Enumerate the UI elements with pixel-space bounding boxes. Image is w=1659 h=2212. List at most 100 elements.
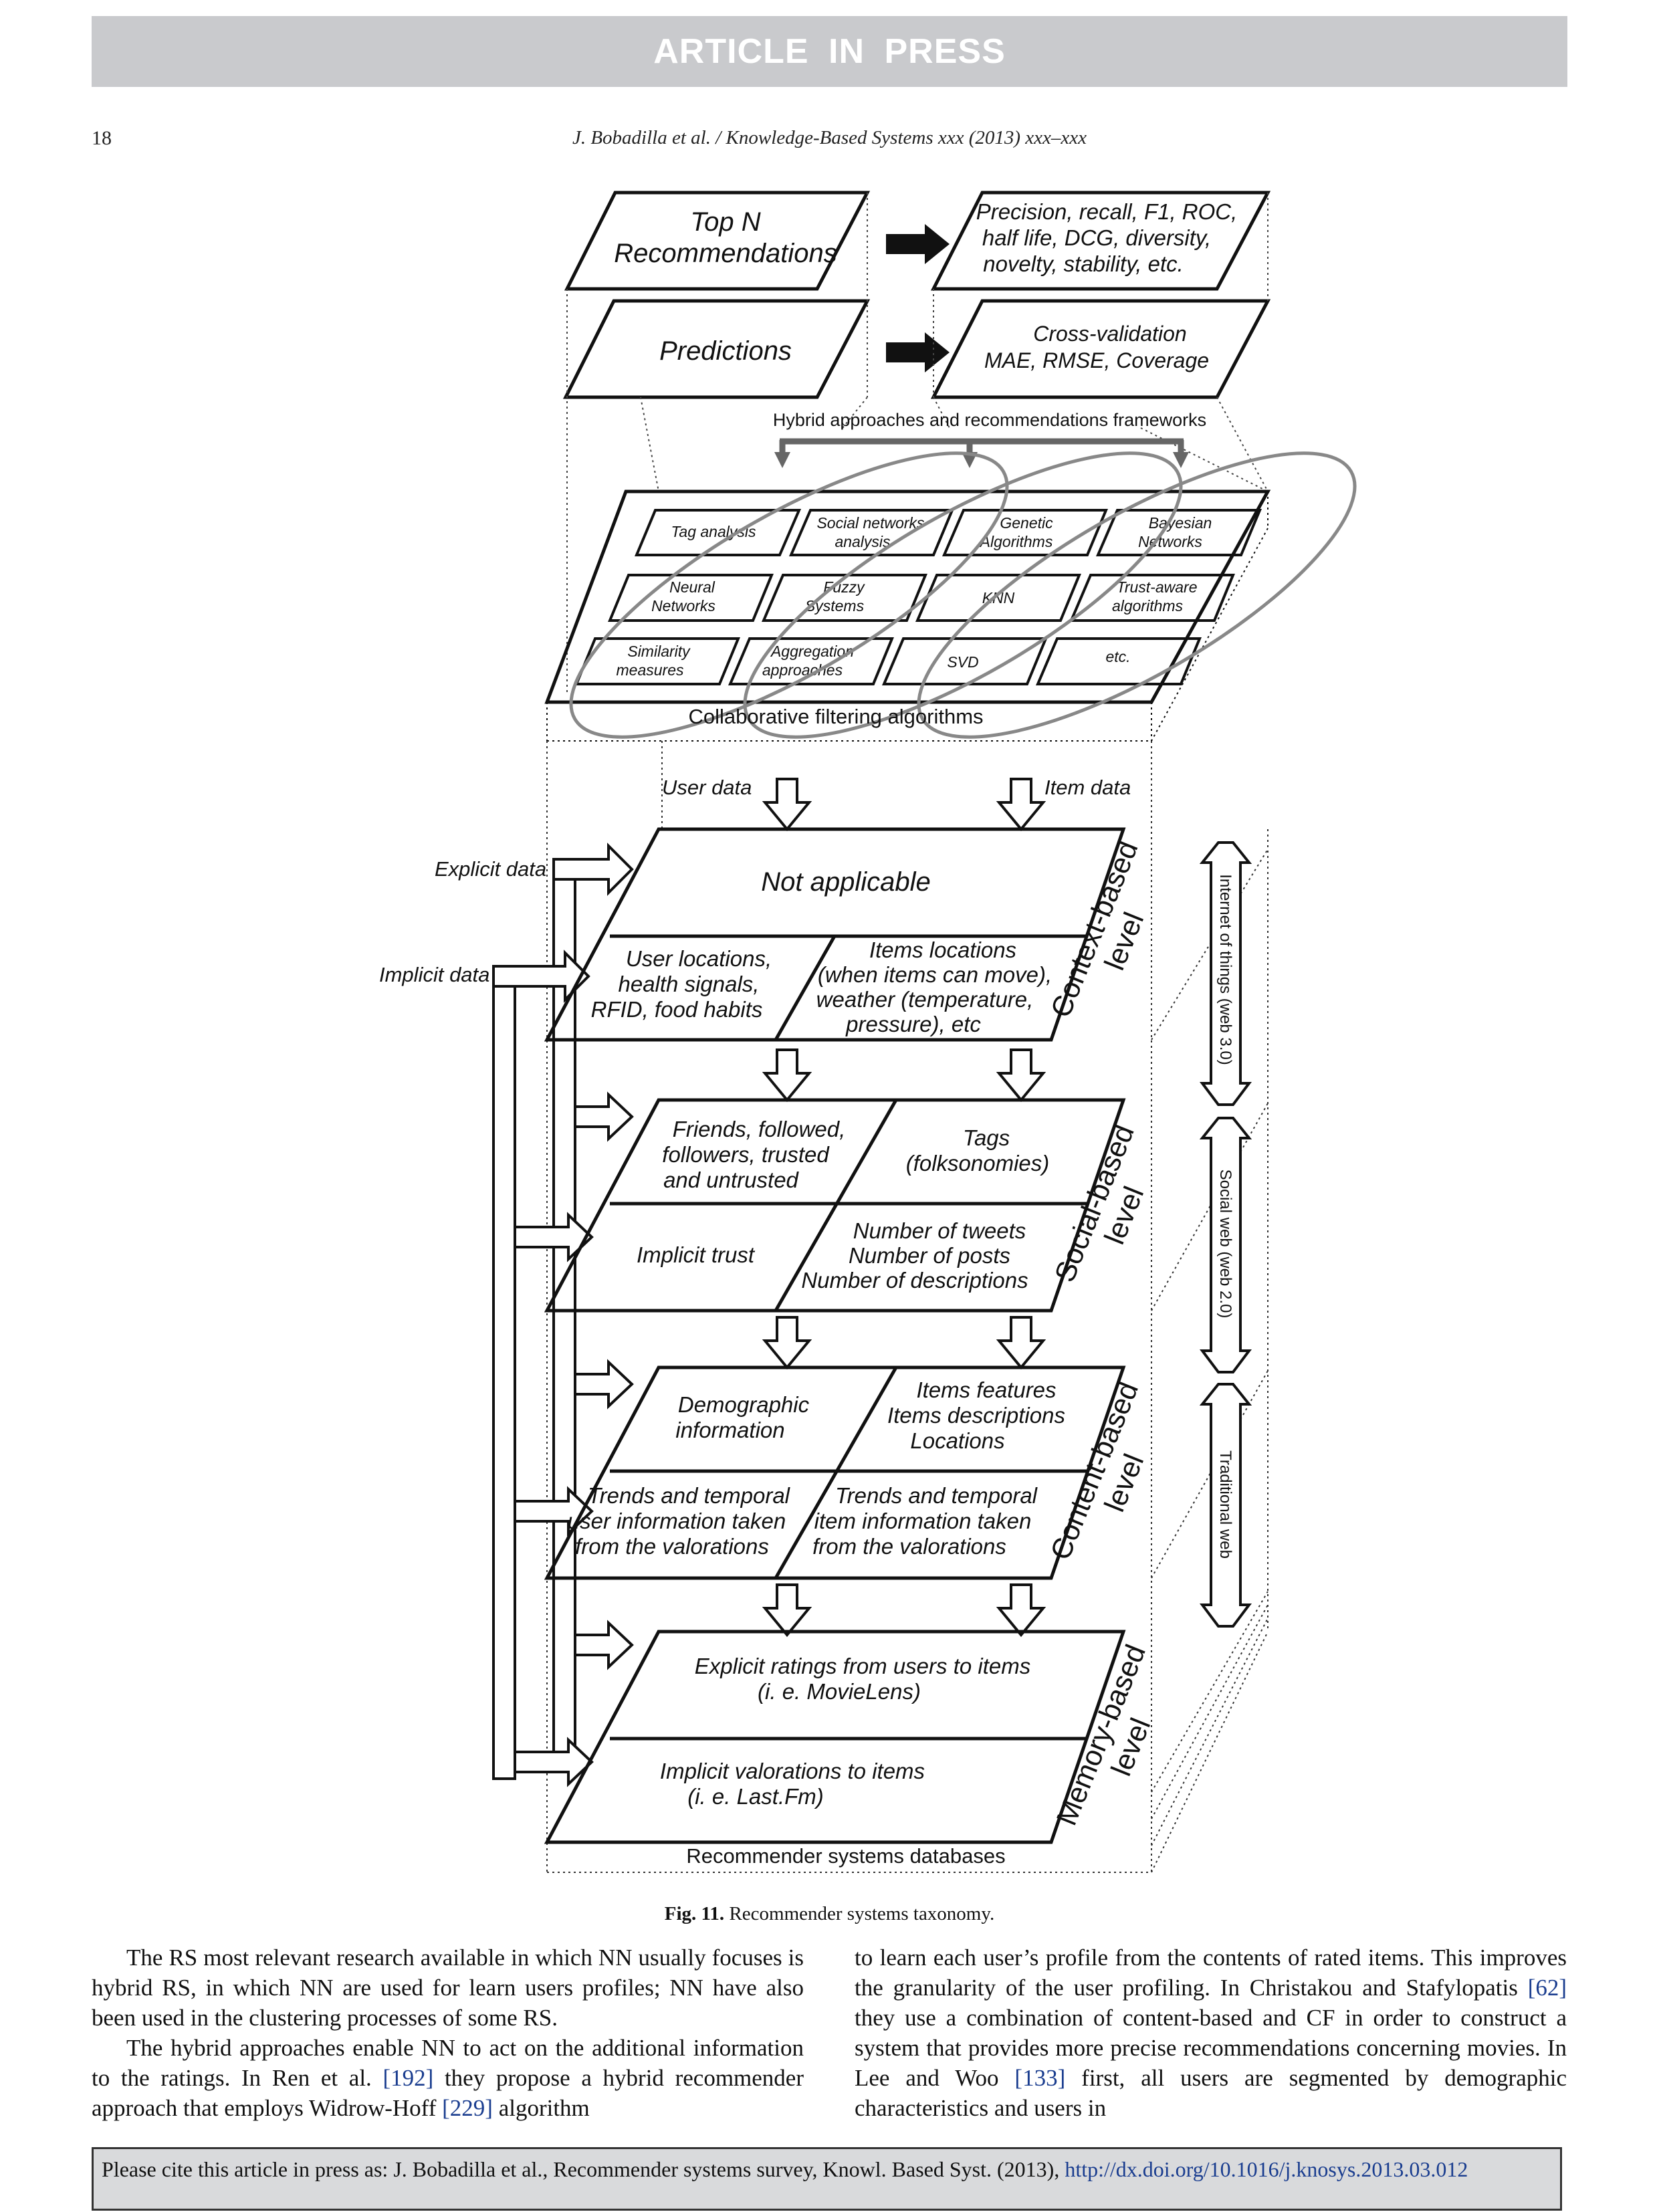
context-left-1: User locations, — [626, 946, 772, 971]
doi-link[interactable]: http://dx.doi.org/10.1016/j.knosys.2013.… — [1065, 2157, 1468, 2181]
memory-top-2: (i. e. MovieLens) — [758, 1679, 921, 1704]
context-level — [544, 827, 1126, 1042]
social-tl: Friends, followed, followers, trusted an… — [662, 1117, 845, 1192]
web-iot-label: Internet of things (web 3.0) — [1216, 874, 1234, 1065]
memory-bottom-1: Implicit valorations to items — [660, 1759, 925, 1783]
context-right-4: pressure), etc — [845, 1012, 981, 1036]
content-tl-1: Demographic — [678, 1392, 810, 1417]
social-tl-1: Friends, followed, — [673, 1117, 846, 1141]
cf-genetic-1: Genetic — [1000, 514, 1053, 532]
hybrid-arrow-3 — [1173, 452, 1189, 468]
caption-text: Recommender systems taxonomy. — [729, 1903, 995, 1924]
figure-caption: Fig. 11. Recommender systems taxonomy. — [0, 1903, 1659, 1925]
content-bl-2: user information taken — [568, 1509, 786, 1533]
pred-arrow — [886, 332, 950, 372]
ref-133-link[interactable]: [133] — [1014, 2065, 1066, 2091]
social-br-3: Number of descriptions — [801, 1268, 1028, 1293]
memory-level — [544, 1630, 1126, 1844]
cf-social-networks-1: Social networks — [816, 514, 925, 532]
page-number: 18 — [92, 127, 112, 149]
cf-tag-analysis: Tag analysis — [671, 523, 756, 540]
topn-metrics-box — [930, 191, 1271, 291]
caption-number: Fig. 11. — [664, 1903, 725, 1924]
left-column: The RS most relevant research available … — [92, 1943, 804, 2123]
right-a: to learn each user’s profile from the co… — [855, 1945, 1567, 2001]
cf-fuzzy-1: Fuzzy — [823, 578, 865, 596]
memory-platform-label: Recommender systems databases — [686, 1844, 1005, 1868]
context-left-2: health signals, — [619, 972, 760, 996]
left-p2-a: The hybrid approaches enable NN to act o… — [92, 2035, 804, 2091]
left-paragraph-2: The hybrid approaches enable NN to act o… — [92, 2033, 804, 2123]
content-level — [544, 1365, 1126, 1580]
topn-title-2: Recommendations — [614, 239, 837, 268]
topn-metrics-1: Precision, recall, F1, ROC, — [976, 199, 1238, 224]
topn-metrics-3: novelty, stability, etc. — [983, 251, 1184, 276]
content-bl-1: Trends and temporal — [588, 1483, 791, 1508]
topn-arrow — [886, 224, 950, 264]
content-tr: Items features Items descriptions Locati… — [887, 1377, 1065, 1453]
cf-svd: SVD — [947, 653, 978, 671]
context-right-1: Items locations — [869, 937, 1016, 962]
item-data-label: Item data — [1044, 776, 1131, 799]
cf-similarity-1: Similarity — [627, 643, 691, 660]
pred-metrics-1: Cross-validation — [1033, 322, 1186, 346]
content-tr-3: Locations — [910, 1428, 1004, 1453]
context-left: User locations, health signals, RFID, fo… — [591, 946, 772, 1022]
social-tr: Tags (folksonomies) — [906, 1125, 1050, 1176]
web-traditional-label: Traditional web — [1216, 1450, 1234, 1559]
hybrid-ellipses — [569, 451, 1357, 739]
left-p2-c: algorithm — [492, 2095, 590, 2121]
running-head: J. Bobadilla et al. / Knowledge-Based Sy… — [572, 127, 1087, 148]
content-tr-2: Items descriptions — [887, 1403, 1065, 1428]
social-br: Number of tweets Number of posts Number … — [801, 1218, 1028, 1293]
social-tr-1: Tags — [963, 1125, 1010, 1150]
content-bl-3: from the valorations — [575, 1534, 769, 1559]
social-tr-2: (folksonomies) — [906, 1151, 1050, 1176]
content-br-2: item information taken — [814, 1509, 1032, 1533]
content-tr-1: Items features — [916, 1377, 1056, 1402]
web-social-label: Social web (web 2.0) — [1216, 1170, 1234, 1319]
implicit-data-label: Implicit data — [379, 963, 489, 986]
topn-metrics-2: half life, DCG, diversity, — [982, 225, 1211, 250]
social-bl: Implicit trust — [637, 1242, 756, 1267]
context-right-3: weather (temperature, — [816, 987, 1034, 1012]
hybrid-label: Hybrid approaches and recommendations fr… — [773, 410, 1206, 430]
cf-similarity-2: measures — [617, 661, 684, 679]
memory-top: Explicit ratings from users to items (i.… — [695, 1654, 1030, 1704]
topn-box — [564, 191, 871, 291]
left-paragraph-1: The RS most relevant research available … — [92, 1945, 804, 2031]
memory-top-1: Explicit ratings from users to items — [695, 1654, 1030, 1678]
context-top: Not applicable — [761, 867, 931, 897]
content-br: Trends and temporal item information tak… — [812, 1483, 1038, 1559]
cf-neural-1: Neural — [669, 578, 715, 596]
social-level — [544, 1098, 1126, 1313]
cf-trust-2: algorithms — [1112, 597, 1184, 615]
ref-229-link[interactable]: [229] — [442, 2095, 493, 2121]
right-column: to learn each user’s profile from the co… — [855, 1943, 1567, 2123]
web-arrows — [1199, 841, 1252, 1628]
data-bus — [492, 843, 634, 1787]
user-data-label: User data — [662, 776, 752, 799]
context-right-2: (when items can move), — [818, 962, 1052, 987]
citation-box: Please cite this article in press as: J.… — [92, 2147, 1562, 2211]
down-arrows — [762, 778, 1046, 1638]
content-tl-2: information — [675, 1418, 784, 1442]
predictions-box — [562, 299, 871, 399]
memory-side-label: Memory-based level — [1050, 1640, 1157, 1830]
article-in-press-banner: ARTICLE IN PRESS — [92, 16, 1567, 87]
cf-boxes — [574, 509, 1262, 685]
social-br-2: Number of posts — [849, 1243, 1010, 1268]
cf-trust-1: Trust-aware — [1117, 578, 1198, 596]
ref-62-link[interactable]: [62] — [1527, 1975, 1567, 2001]
cf-neural-2: Networks — [651, 597, 715, 615]
cf-etc: etc. — [1105, 648, 1130, 665]
cf-platform-label: Collaborative filtering algorithms — [688, 705, 983, 728]
context-right: Items locations (when items can move), w… — [816, 937, 1052, 1036]
content-br-1: Trends and temporal — [835, 1483, 1038, 1508]
ref-192-link[interactable]: [192] — [382, 2065, 434, 2091]
hybrid-arrow-1 — [774, 452, 790, 468]
pred-metrics-2: MAE, RMSE, Coverage — [984, 348, 1209, 372]
social-tl-3: and untrusted — [663, 1168, 799, 1192]
citation-text: Please cite this article in press as: J.… — [102, 2157, 1065, 2181]
cf-social-networks-2: analysis — [835, 533, 891, 550]
